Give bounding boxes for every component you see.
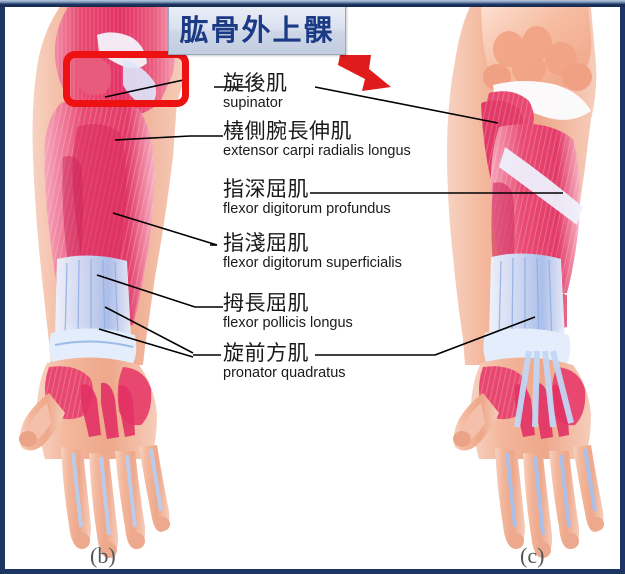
figure-b-caption: (b) [90, 543, 116, 568]
label-fdp-en: flexor digitorum profundus [223, 200, 391, 217]
slide-frame-top [0, 0, 625, 7]
left-hand [19, 357, 170, 558]
label-ecrl-cn: 橈側腕長伸肌 [223, 119, 352, 143]
label-ecrl-en: extensor carpi radialis longus [223, 142, 411, 159]
left-fingers [61, 445, 170, 558]
right-fingers [495, 445, 604, 558]
right-long-flexor-tendons [514, 350, 574, 428]
slide-canvas: 肱骨外上髁 旋後肌 supinator 橈側腕長伸肌 extensor carp… [5, 7, 620, 569]
label-flexor-digitorum-superficialis: 指淺屈肌 flexor digitorum superficialis [223, 231, 402, 272]
label-pq-cn: 旋前方肌 [223, 341, 309, 365]
right-tendon-band [499, 147, 583, 225]
label-fpl-en: flexor pollicis longus [223, 314, 353, 331]
slide-frame-right [620, 7, 625, 574]
label-supinator-en: supinator [223, 94, 283, 111]
left-elbow-aponeurosis [97, 32, 147, 69]
title-badge-lateral-epicondyle: 肱骨外上髁 [168, 7, 346, 55]
label-supinator: 旋後肌 supinator [223, 71, 288, 112]
slide-frame-left [0, 7, 5, 574]
right-hand [453, 350, 604, 558]
highlight-box-lateral-epicondyle [63, 51, 189, 107]
left-flexor-pollicis-longus [62, 156, 83, 257]
figure-c-caption: (c) [520, 543, 545, 568]
label-pronator-quadratus: 旋前方肌 pronator quadratus [223, 341, 346, 382]
label-extensor-carpi-radialis-longus: 橈側腕長伸肌 extensor carpi radialis longus [223, 119, 411, 160]
label-flexor-pollicis-longus: 拇長屈肌 flexor pollicis longus [223, 291, 353, 332]
label-flexor-digitorum-profundus: 指深屈肌 flexor digitorum profundus [223, 177, 391, 218]
label-fpl-cn: 拇長屈肌 [223, 291, 309, 315]
label-fds-cn: 指淺屈肌 [223, 231, 309, 255]
label-supinator-cn: 旋後肌 [223, 71, 288, 95]
right-medial-epicondyle [562, 63, 592, 91]
right-joint-capsule [493, 81, 591, 120]
label-fdp-cn: 指深屈肌 [223, 177, 309, 201]
left-supinator [74, 56, 112, 95]
right-forearm-figure [447, 7, 604, 558]
label-pq-en: pronator quadratus [223, 364, 346, 381]
label-fds-en: flexor digitorum superficialis [223, 254, 402, 271]
title-badge-label: 肱骨外上髁 [179, 12, 335, 47]
slide-frame-bottom [0, 569, 625, 574]
